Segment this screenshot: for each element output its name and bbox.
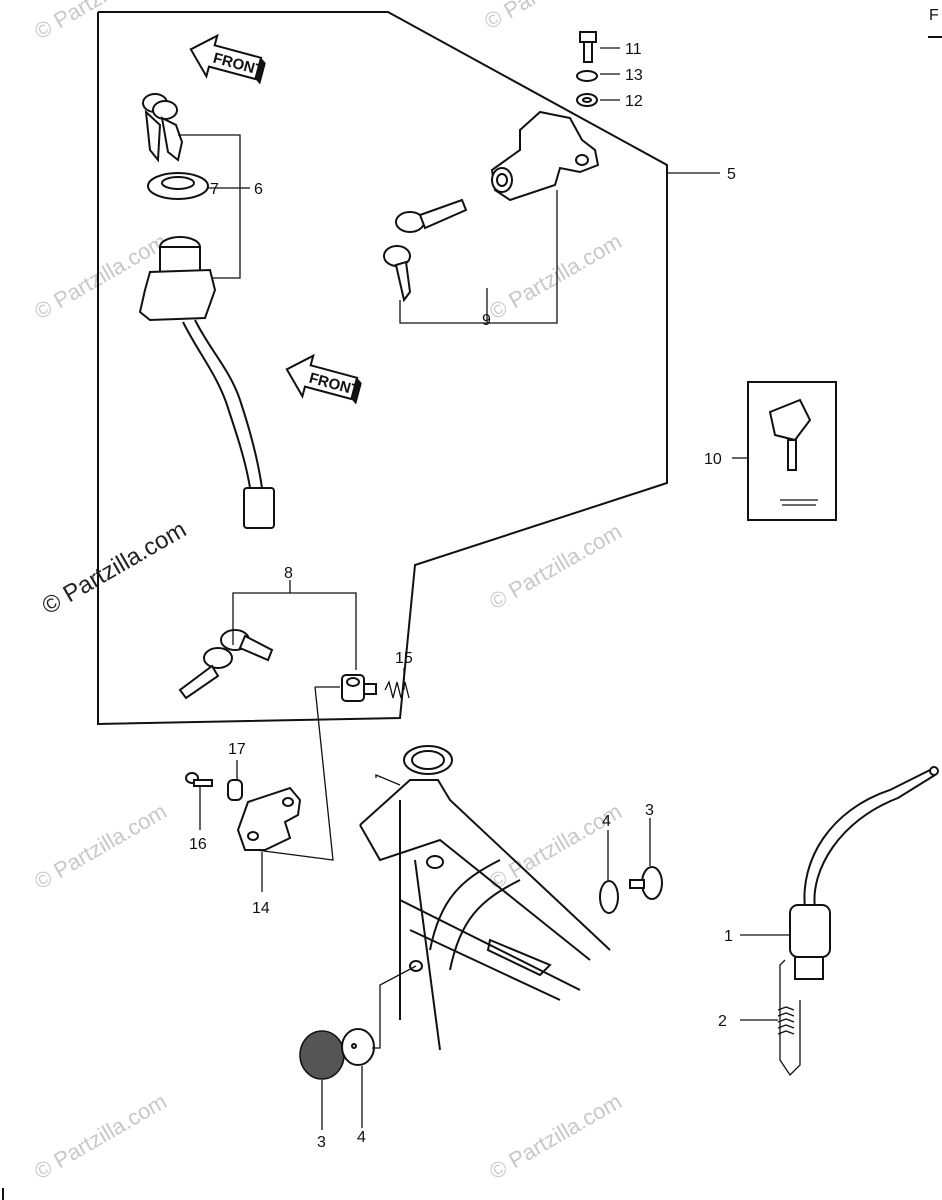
- grommet-upper-drawing: [629, 866, 663, 900]
- label-2: 2: [718, 1013, 727, 1030]
- callout-labels: 1 2 3 3 4 4 5 6 7 8 9 10 11 12 13 14 15 …: [189, 41, 736, 1151]
- spring-drawing: [384, 680, 410, 699]
- bolt-washer-nut-drawing: [576, 31, 598, 107]
- watermark: © Partzilla.com: [30, 1089, 171, 1185]
- seat-lock-keys-drawing: [178, 629, 274, 700]
- kit-outline: [97, 11, 668, 726]
- watermark: © Partzilla.com: [30, 0, 171, 44]
- label-9: 9: [482, 312, 491, 329]
- lock-nut-drawing: [147, 172, 209, 200]
- brake-switch-drawing: [789, 766, 939, 980]
- label-10: 10: [704, 451, 722, 468]
- lock-cylinder-drawing: [341, 674, 377, 702]
- watermark-prominent: © Partzilla.com: [38, 516, 192, 620]
- ignition-keys-drawing: [142, 93, 184, 163]
- label-4-upper: 4: [602, 813, 611, 830]
- label-7: 7: [210, 181, 219, 198]
- ignition-switch-drawing: [138, 236, 275, 529]
- label-15: 15: [395, 650, 413, 667]
- label-3-lower: 3: [317, 1134, 326, 1151]
- label-11: 11: [625, 41, 642, 58]
- corner-mark: F: [929, 7, 939, 24]
- watermark: © Partzilla.com: [485, 519, 626, 615]
- label-13: 13: [625, 67, 643, 84]
- steering-lock-drawing: [490, 110, 600, 202]
- collar-drawing: [227, 779, 243, 801]
- switch-spring-drawing: [777, 1006, 795, 1035]
- label-17: 17: [228, 741, 246, 758]
- label-16: 16: [189, 836, 207, 853]
- label-1: 1: [724, 928, 733, 945]
- label-8: 8: [284, 565, 293, 582]
- label-3-upper: 3: [645, 802, 654, 819]
- watermark: © Partzilla.com: [30, 799, 171, 895]
- screw-drawing: [185, 772, 213, 787]
- frame-drawing: [359, 745, 611, 1051]
- watermark: © Partzilla.com: [485, 1089, 626, 1185]
- steering-lock-keys-drawing: [383, 198, 468, 303]
- reflector-washer-upper-drawing: [599, 880, 619, 914]
- label-6: 6: [254, 181, 263, 198]
- key-card-drawing: [747, 381, 837, 521]
- label-4-lower: 4: [357, 1129, 366, 1146]
- label-12: 12: [625, 93, 643, 110]
- front-arrow-lower: FRONT: [285, 353, 362, 405]
- watermark: © Partzilla.com: [480, 0, 621, 34]
- label-5: 5: [727, 166, 736, 183]
- leader-lines: [178, 47, 801, 1130]
- reflector-lower-drawing: [299, 1028, 375, 1080]
- watermark: © Partzilla.com: [485, 229, 626, 325]
- label-14: 14: [252, 900, 270, 917]
- lock-plate-drawing: [236, 786, 302, 851]
- front-arrow-upper: FRONT: [189, 33, 266, 85]
